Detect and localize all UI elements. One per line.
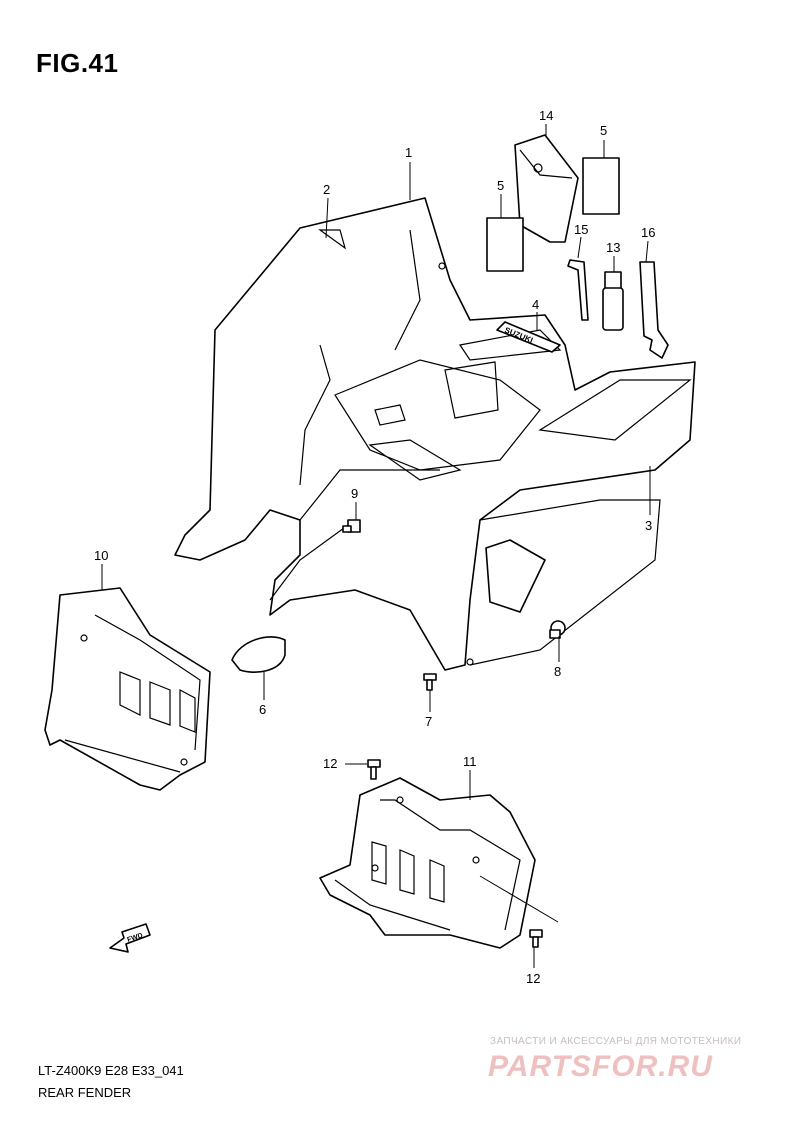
suzuki-emblem-part-4[interactable]: SUZUKI <box>496 321 561 353</box>
watermark-logo: PARTSFOR.RU <box>488 1050 713 1083</box>
callout-9: 9 <box>351 486 358 501</box>
watermark-tagline: ЗАПЧАСТИ И АКСЕССУАРЫ ДЛЯ МОТОТЕХНИКИ <box>490 1036 742 1047</box>
plug-wrench-part-13[interactable] <box>602 271 624 331</box>
rear-fender-part-1[interactable] <box>174 197 696 671</box>
spanner-part-16[interactable] <box>639 261 669 359</box>
pad-part-5-upper[interactable] <box>582 157 620 215</box>
tool-bag-part-14[interactable] <box>514 134 579 243</box>
callout-6: 6 <box>259 702 266 717</box>
clip-part-9[interactable] <box>342 519 361 533</box>
callout-14: 14 <box>539 108 553 123</box>
callout-13: 13 <box>606 240 620 255</box>
mud-guard-part-10[interactable] <box>44 587 211 791</box>
nut-part-8[interactable] <box>549 620 566 639</box>
callout-12-lower: 12 <box>526 971 540 986</box>
callout-5-lower: 5 <box>497 178 504 193</box>
figure-title: FIG.41 <box>36 48 119 78</box>
figure-name: REAR FENDER <box>38 1085 132 1100</box>
callout-2: 2 <box>323 182 330 197</box>
callout-11: 11 <box>463 754 477 769</box>
figure-code: LT-Z400K9 E28 E33_041 <box>38 1063 184 1078</box>
cap-part-6[interactable] <box>231 636 286 673</box>
screw-part-7[interactable] <box>423 673 437 691</box>
pad-part-5-lower[interactable] <box>486 217 524 272</box>
callout-8: 8 <box>554 664 561 679</box>
callout-15: 15 <box>574 222 588 237</box>
forward-direction-arrow: FWD <box>109 923 151 953</box>
callout-5-upper: 5 <box>600 123 607 138</box>
callout-3: 3 <box>645 518 652 533</box>
callout-12-upper: 12 <box>323 756 337 771</box>
screw-part-12-upper[interactable] <box>367 759 381 780</box>
hex-wrench-part-15[interactable] <box>567 259 589 321</box>
screw-part-12-lower[interactable] <box>529 929 543 948</box>
callout-4: 4 <box>532 297 539 312</box>
callout-16: 16 <box>641 225 655 240</box>
callout-1: 1 <box>405 145 412 160</box>
fwd-label: FWD <box>126 932 143 944</box>
mud-guard-part-11[interactable] <box>319 777 536 949</box>
callout-10: 10 <box>94 548 108 563</box>
callout-7: 7 <box>425 714 432 729</box>
